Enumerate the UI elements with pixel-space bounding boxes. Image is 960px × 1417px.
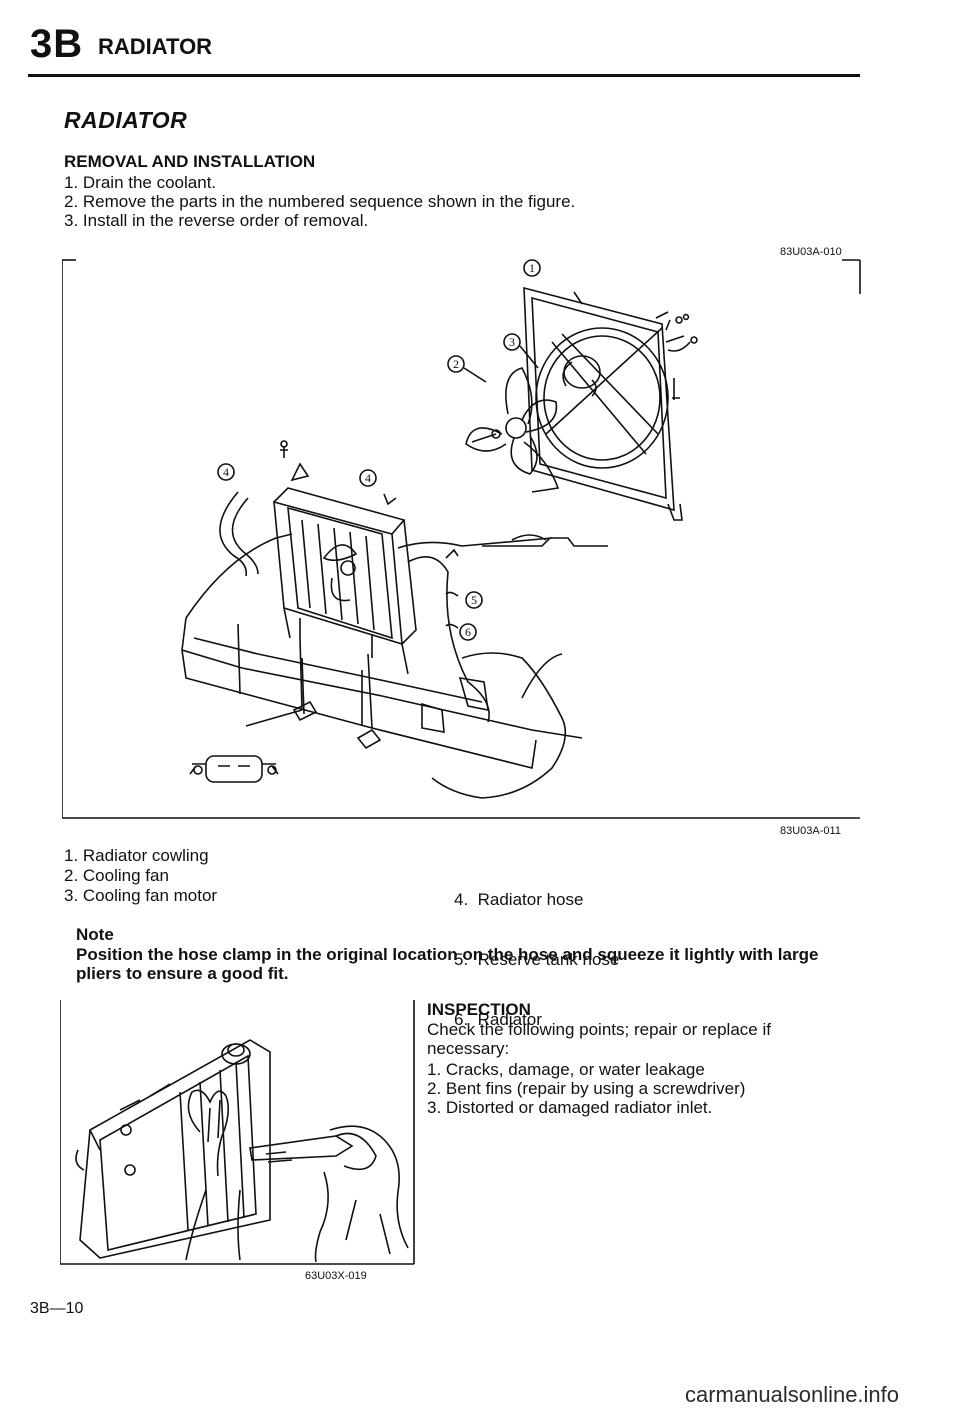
note-title: Note xyxy=(76,925,114,944)
callout-number: 4 xyxy=(223,465,229,479)
removal-step: 1. Drain the coolant. xyxy=(64,173,217,192)
part-item: 1. Radiator cowling xyxy=(64,846,209,865)
radiator-inspection-diagram xyxy=(59,1000,415,1265)
callout-circle xyxy=(459,623,477,641)
watermark: carmanualsonline.info xyxy=(685,1382,900,1407)
parts-list-left: 1. Radiator cowling 2. Cooling fan 3. Co… xyxy=(64,846,217,906)
removal-steps: 1. Drain the coolant. 2. Remove the part… xyxy=(64,173,575,230)
callout-circle xyxy=(503,333,521,351)
callout-number: 2 xyxy=(453,357,459,371)
figure2-code: 63U03X-019 xyxy=(305,1270,367,1282)
callout-circle xyxy=(217,463,235,481)
hose-clamp-detail-drawing xyxy=(189,755,279,783)
header-rule xyxy=(28,74,860,77)
removal-step: 3. Install in the reverse order of remov… xyxy=(64,211,369,230)
inspection-items: 1. Cracks, damage, or water leakage 2. B… xyxy=(427,1060,745,1117)
removal-heading: REMOVAL AND INSTALLATION xyxy=(64,152,316,171)
callout-number: 1 xyxy=(529,261,535,275)
callout-number: 5 xyxy=(471,593,477,607)
part-item: 3. Cooling fan motor xyxy=(64,886,218,905)
section-code: 3B xyxy=(30,22,84,66)
figure1-code-bottom: 83U03A-011 xyxy=(780,825,841,837)
callout-circle xyxy=(465,591,483,609)
parts-list-right: 4. Radiator hose 5. Reserve tank hose 6.… xyxy=(454,850,619,1050)
inspection-item: 2. Bent fins (repair by using a screwdri… xyxy=(427,1079,746,1098)
inspection-intro: Check the following points; repair or re… xyxy=(427,1020,771,1058)
callout-number: 4 xyxy=(365,471,371,485)
callout-circle xyxy=(447,355,465,373)
part-item: 6. Radiator xyxy=(454,1010,542,1029)
part-item: 4. Radiator hose xyxy=(454,890,584,909)
reserve-tank-hose-drawing xyxy=(397,534,608,723)
page-number: 3B—10 xyxy=(30,1300,84,1317)
part-item: 2. Cooling fan xyxy=(64,866,169,885)
inspection-item: 3. Distorted or damaged radiator inlet. xyxy=(427,1098,713,1117)
cooling-fan-drawing xyxy=(447,333,560,493)
radiator-cowling-drawing xyxy=(523,259,698,521)
note-text: Position the hose clamp in the original … xyxy=(76,945,819,983)
removal-step: 2. Remove the parts in the numbered sequ… xyxy=(64,192,576,211)
page-title: RADIATOR xyxy=(64,107,188,133)
part-item: 5. Reserve tank hose xyxy=(454,950,620,969)
inspection-heading: INSPECTION xyxy=(427,1000,531,1019)
section-title: RADIATOR xyxy=(98,34,213,59)
figure1-code-top: 83U03A-010 xyxy=(780,246,842,258)
vehicle-front-drawing xyxy=(181,533,583,799)
radiator-exploded-diagram: 1 3 2 4 4 5 6 xyxy=(61,259,861,819)
figure1-frame: 1 3 2 4 4 5 6 xyxy=(61,258,862,820)
inspection-item: 1. Cracks, damage, or water leakage xyxy=(427,1060,705,1079)
figure2-frame xyxy=(59,1000,416,1266)
callout-circle xyxy=(359,469,377,487)
callout-circle xyxy=(523,259,541,277)
callout-number: 6 xyxy=(465,625,471,639)
radiator-drawing xyxy=(273,440,417,675)
callout-number: 3 xyxy=(509,335,515,349)
